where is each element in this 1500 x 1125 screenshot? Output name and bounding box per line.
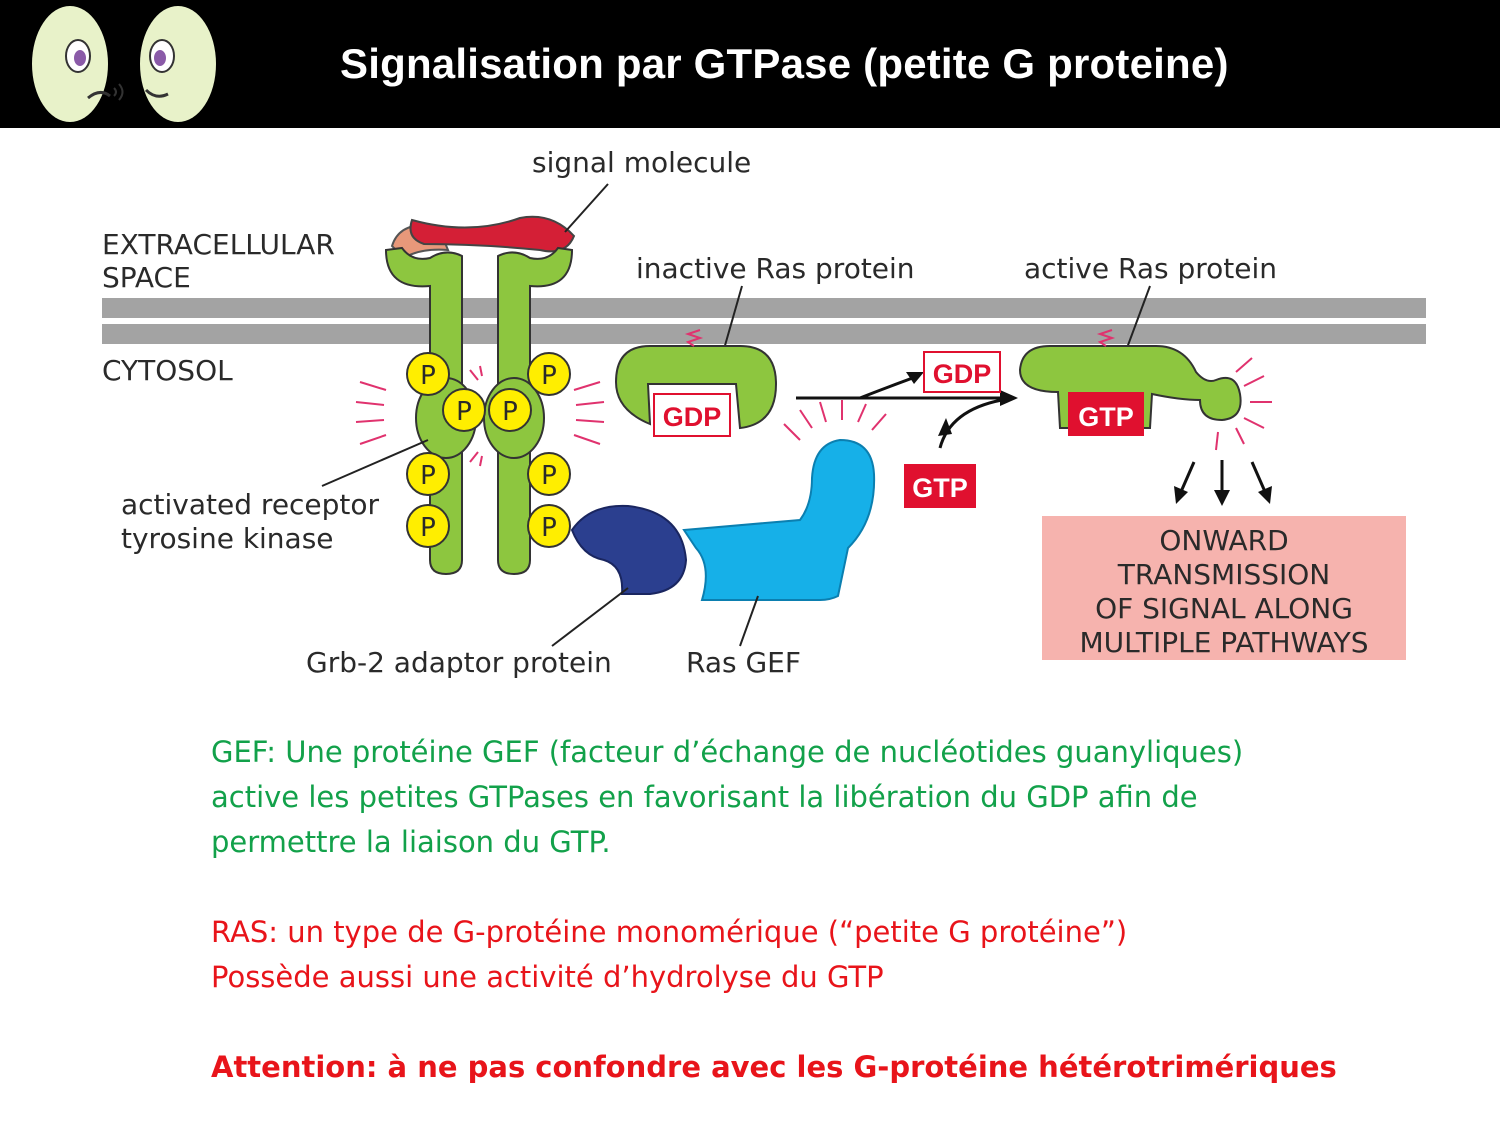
- svg-text:P: P: [541, 461, 557, 491]
- svg-text:P: P: [541, 513, 557, 543]
- receptor-pointer: [321, 439, 429, 487]
- signal-molecule: [390, 183, 609, 260]
- phosphate-5: P: [406, 452, 450, 496]
- ras-signaling-diagram: EXTRACELLULAR SPACE CYTOSOL signal molec…: [102, 146, 1426, 679]
- phosphate-groups: P P P P P P P P: [406, 352, 571, 548]
- mascot-logo: [32, 6, 216, 122]
- header-bar: Signalisation par GTPase (petite G prote…: [0, 0, 1500, 128]
- spacer: [211, 1000, 1411, 1045]
- page-title: Signalisation par GTPase (petite G prote…: [340, 40, 1229, 87]
- ras-definition-line: Possède aussi une activité d’hydrolyse d…: [211, 960, 884, 994]
- gef-definition-line: permettre la liaison du GTP.: [211, 825, 611, 859]
- explanation-notes: GEF: Une protéine GEF (facteur d’échange…: [211, 730, 1411, 1090]
- signal-molecule-label: signal molecule: [532, 146, 751, 179]
- svg-text:GDP: GDP: [933, 359, 992, 389]
- active-ras-label: active Ras protein: [1024, 252, 1277, 285]
- arrowhead: [938, 418, 952, 436]
- spacer: [211, 865, 1411, 910]
- grb2-label: Grb-2 adaptor protein: [306, 646, 612, 679]
- svg-text:P: P: [420, 361, 436, 391]
- svg-text:MULTIPLE PATHWAYS: MULTIPLE PATHWAYS: [1079, 626, 1368, 659]
- svg-text:TRANSMISSION: TRANSMISSION: [1117, 558, 1331, 591]
- ras-gef-label: Ras GEF: [686, 646, 801, 679]
- svg-text:ONWARD: ONWARD: [1159, 524, 1288, 557]
- inactive-ras-anchor: [684, 329, 704, 347]
- phosphate-3: P: [442, 388, 486, 432]
- arrowhead: [906, 372, 924, 384]
- svg-text:OF SIGNAL ALONG: OF SIGNAL ALONG: [1095, 592, 1353, 625]
- arrowhead: [1174, 486, 1188, 504]
- extracellular-label-2: SPACE: [102, 261, 191, 294]
- phosphate-1: P: [406, 352, 450, 396]
- inactive-ras-pointer: [721, 285, 743, 357]
- svg-text:P: P: [502, 397, 518, 427]
- svg-text:P: P: [541, 361, 557, 391]
- ras-gef: [682, 438, 876, 601]
- cell-membrane: [102, 298, 1426, 344]
- active-ras-anchor: [1096, 329, 1116, 347]
- phosphate-7: P: [406, 504, 450, 548]
- gef-pointer: [739, 595, 759, 647]
- svg-text:GDP: GDP: [663, 402, 722, 432]
- inactive-ras-protein: [614, 345, 778, 430]
- phosphate-6: P: [527, 452, 571, 496]
- grb2-pointer: [551, 587, 629, 647]
- released-gdp: GDP: [923, 351, 1001, 393]
- gtp-bound-label: GTP: [1068, 392, 1144, 436]
- attention-warning: Attention: à ne pas confondre avec les G…: [211, 1050, 1337, 1084]
- gdp-bound-label: GDP: [653, 393, 731, 437]
- ras-activation-marks: [1215, 357, 1272, 451]
- svg-text:GTP: GTP: [1078, 402, 1134, 432]
- phosphate-8: P: [527, 504, 571, 548]
- svg-text:GTP: GTP: [912, 473, 968, 503]
- receptor-label-2: tyrosine kinase: [121, 522, 334, 555]
- cytosol-label: CYTOSOL: [102, 354, 233, 387]
- grb2-adaptor-protein: [570, 504, 688, 595]
- incoming-gtp: GTP: [904, 464, 976, 508]
- svg-text:P: P: [456, 397, 472, 427]
- gef-definition-line: active les petites GTPases en favorisant…: [211, 780, 1198, 814]
- gef-activation-marks: [783, 400, 887, 441]
- receptor-label: activated receptor: [121, 488, 380, 521]
- arrowhead: [1000, 390, 1018, 406]
- inactive-ras-label: inactive Ras protein: [636, 252, 915, 285]
- phosphate-4: P: [488, 388, 532, 432]
- ras-definition-line: RAS: un type de G-protéine monomérique (…: [211, 915, 1128, 949]
- svg-text:P: P: [420, 461, 436, 491]
- gef-definition-line: GEF: Une protéine GEF (facteur d’échange…: [211, 735, 1244, 769]
- arrowhead: [1258, 486, 1272, 504]
- onward-transmission-box: ONWARD TRANSMISSION OF SIGNAL ALONG MULT…: [1042, 516, 1406, 660]
- svg-text:P: P: [420, 513, 436, 543]
- arrowhead: [1214, 490, 1230, 506]
- extracellular-label: EXTRACELLULAR: [102, 228, 335, 261]
- phosphate-2: P: [527, 352, 571, 396]
- active-ras-pointer: [1123, 285, 1151, 357]
